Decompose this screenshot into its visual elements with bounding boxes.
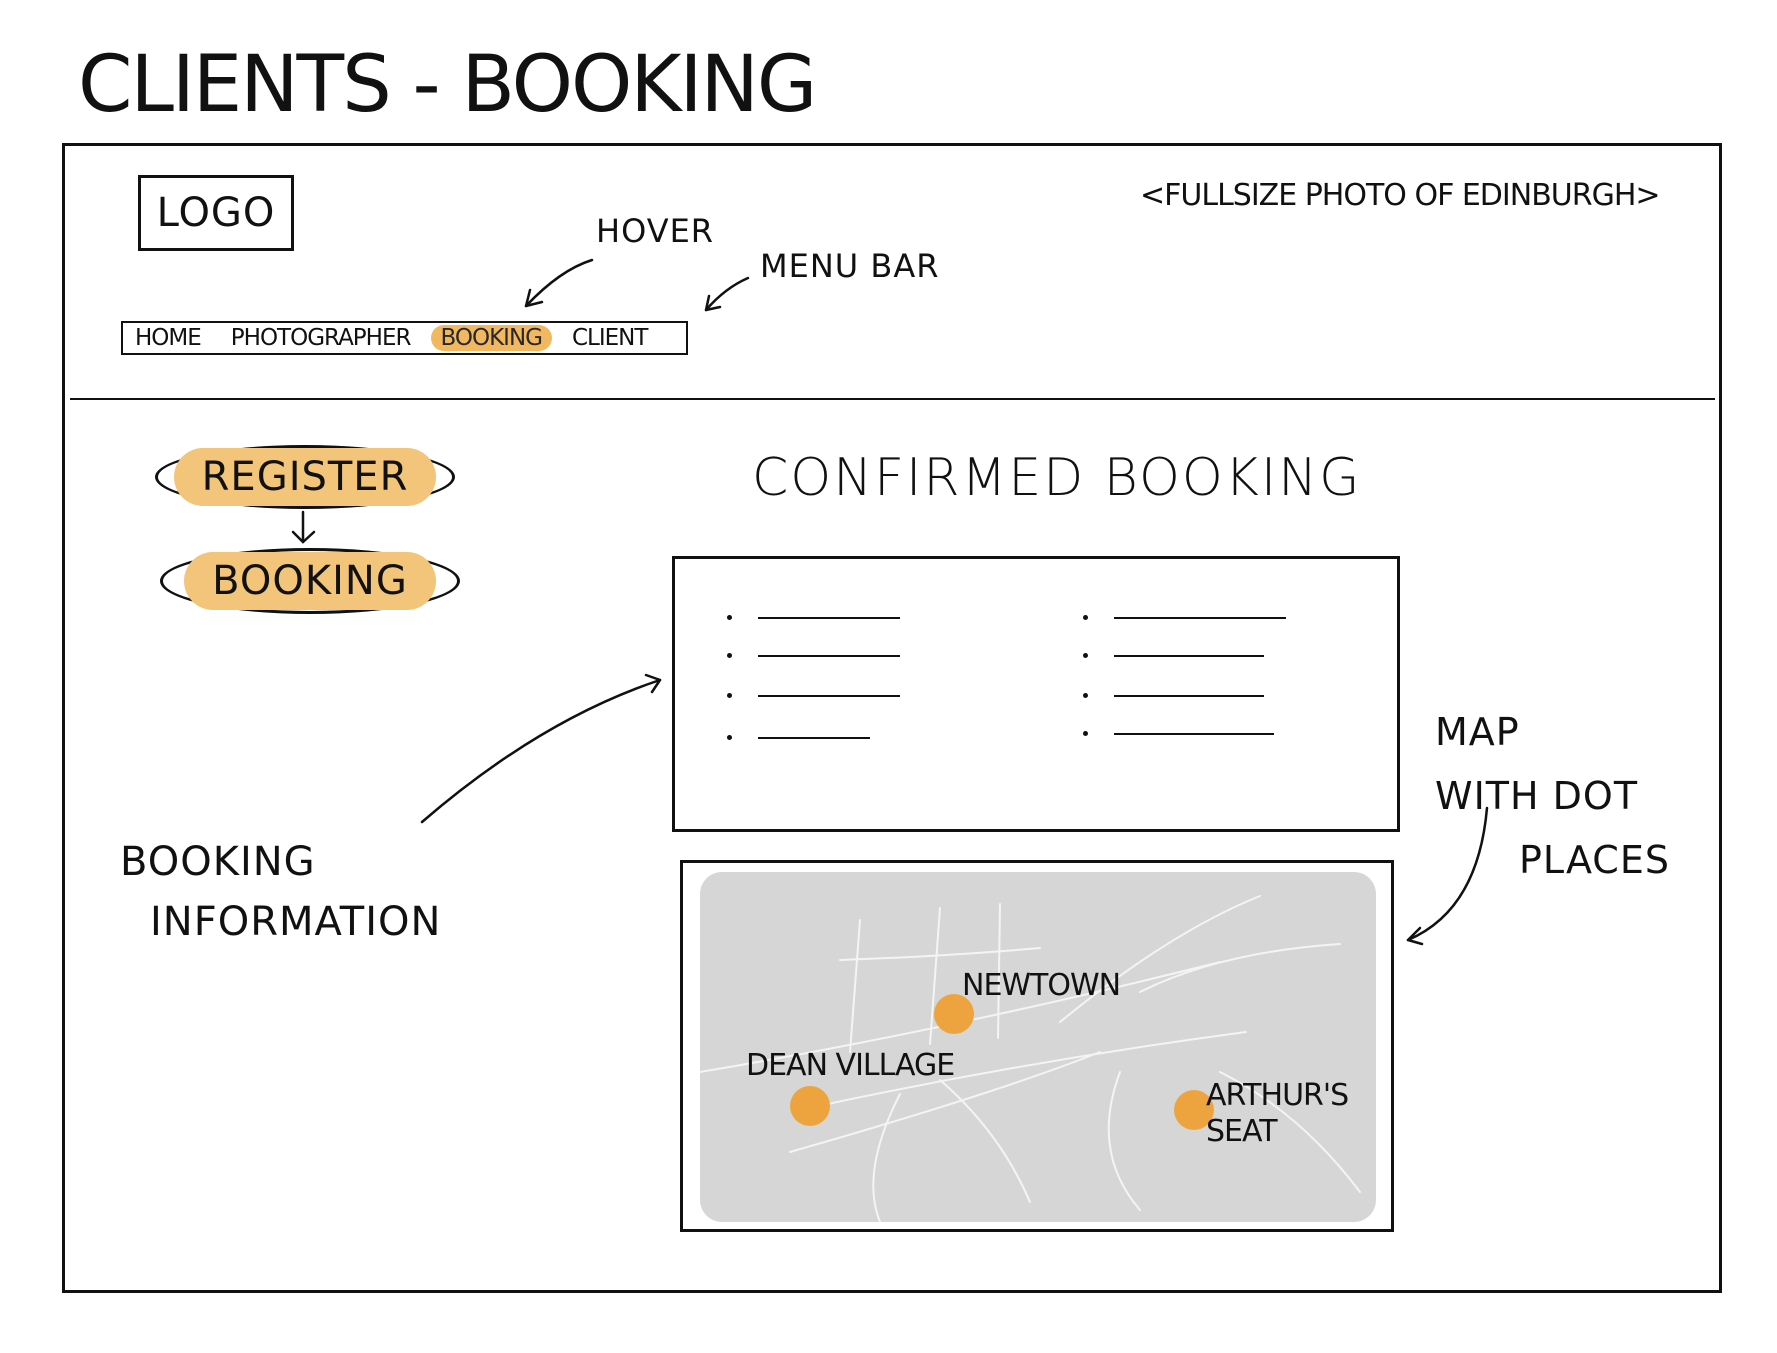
booking-button[interactable]: BOOKING [160,548,460,614]
register-button[interactable]: REGISTER [155,445,455,509]
hover-arrow [524,258,594,308]
map-pin-dean-village[interactable] [790,1086,830,1126]
booking-line [1083,731,1274,736]
page-title: CLIENTS - BOOKING [78,40,817,130]
menu-bar: HOME PHOTOGRAPHER BOOKING CLIENT [121,321,688,355]
hero-photo-note: <FULLSIZE PHOTO OF EDINBURGH> [1140,178,1661,213]
booking-line [1083,653,1264,658]
menu-item-photographer[interactable]: PHOTOGRAPHER [230,325,412,351]
menu-bar-annotation: MENU BAR [760,247,940,285]
map-label-arthurs-seat: ARTHUR'S SEAT [1206,1078,1349,1149]
booking-line [727,653,900,658]
booking-label: BOOKING [184,552,436,610]
booking-info-card [672,556,1400,832]
booking-line [727,615,900,620]
header-divider [70,398,1715,400]
map-label-dean-village: DEAN VILLAGE [746,1048,955,1083]
register-label: REGISTER [173,448,437,506]
map-annotation: MAP WITH DOT PLACES [1435,710,1670,882]
map-pin-arthurs-seat[interactable] [1174,1090,1214,1130]
menu-bar-arrow [704,276,750,312]
booking-line [1083,693,1264,698]
map-frame [680,860,1394,1232]
booking-line [727,735,870,740]
map-roads [700,895,1361,1222]
hover-annotation: HOVER [596,212,715,250]
booking-line [727,693,900,698]
page-frame [62,143,1722,1293]
menu-item-home[interactable]: HOME [135,325,202,351]
logo[interactable]: LOGO [138,175,294,251]
booking-line [1083,615,1286,620]
map[interactable]: NEWTOWN DEAN VILLAGE ARTHUR'S SEAT [700,872,1376,1222]
booking-information-annotation: BOOKING INFORMATION [120,839,442,945]
map-label-newtown: NEWTOWN [962,968,1121,1003]
confirmed-booking-title: CONFIRMED BOOKING [752,448,1362,508]
map-pin-newtown[interactable] [934,994,974,1034]
menu-item-booking[interactable]: BOOKING [430,325,552,351]
menu-item-client[interactable]: CLIENT [571,325,648,351]
